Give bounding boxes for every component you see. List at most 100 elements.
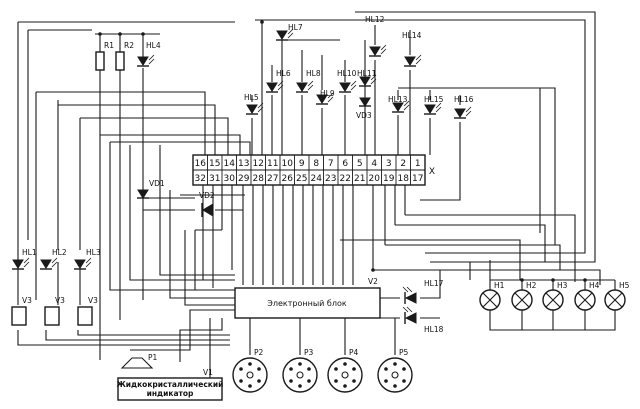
connector-pin-bottom: 30 — [224, 174, 236, 184]
connector-pin-top: 3 — [386, 159, 392, 169]
connector-pin-top: 5 — [357, 159, 363, 169]
led-hl5: HL5 — [244, 93, 264, 115]
connector-pin-top: 7 — [328, 159, 334, 169]
pressure-sensor-p2: P2 — [232, 348, 268, 393]
diode-vd1-label: VD1 — [149, 179, 165, 188]
led-hl17: HL17 — [402, 279, 444, 304]
connector-label: X — [429, 167, 435, 177]
connector-pin-bottom: 17 — [412, 174, 423, 184]
led-label: HL7 — [288, 23, 303, 32]
led-label: HL9 — [320, 89, 335, 98]
connector-pin-top: 11 — [267, 159, 278, 169]
connector-pin-top: 14 — [224, 159, 236, 169]
connector-pin-top: 15 — [209, 159, 220, 169]
led-hl13: HL13 — [388, 95, 410, 113]
led-hl1: HL1 — [12, 248, 37, 270]
connector-pin-bottom: 24 — [311, 174, 323, 184]
sensor-v3-1 — [11, 306, 27, 326]
connector-pin-bottom: 21 — [354, 174, 365, 184]
lamp-label: H4 — [589, 281, 600, 290]
lcd-indicator: Жидкокристаллический индикатор V1 — [117, 368, 224, 401]
resistor-r1-label: R1 — [104, 41, 114, 50]
led-label: HL10 — [337, 69, 357, 78]
electronic-block-body — [234, 287, 381, 319]
buzzer-label: P1 — [148, 353, 158, 362]
led-label: HL13 — [388, 95, 408, 104]
led-label: HL4 — [146, 41, 161, 50]
led-hl11: HL11 — [357, 69, 377, 87]
led-hl14: HL14 — [402, 31, 422, 67]
led-hl12: HL12 — [365, 15, 387, 57]
led-label: HL8 — [306, 69, 321, 78]
lamp-label: H1 — [494, 281, 505, 290]
connector-pin-bottom: 32 — [195, 174, 206, 184]
pressure-sensor-p4: P4 — [327, 348, 363, 393]
lcd-line-1: Жидкокристаллический — [117, 380, 224, 389]
connector-pin-bottom: 31 — [209, 174, 220, 184]
led-hl7: HL7 — [276, 23, 303, 41]
connector-pin-top: 6 — [342, 159, 348, 169]
diode-vd3-label: VD3 — [356, 111, 372, 120]
sensor-v3-1-label: V3 — [22, 296, 32, 305]
resistor-r2 — [115, 51, 125, 71]
connector-pin-top: 12 — [253, 159, 264, 169]
buzzer-p1: P1 — [120, 353, 158, 369]
led-hl4: HL4 — [137, 41, 161, 67]
led-label: HL17 — [424, 279, 444, 288]
lamp-h2: H2 — [511, 281, 537, 311]
connector-pin-bottom: 27 — [267, 174, 278, 184]
electronic-block-label: Электронный блок — [267, 299, 347, 308]
pressure-sensor-p5: P5 — [377, 348, 413, 393]
led-hl9: HL9 — [316, 89, 335, 105]
sensor-v3-3 — [77, 306, 93, 326]
led-label: HL15 — [424, 95, 444, 104]
led-hl8: HL8 — [296, 69, 321, 93]
wiring — [17, 11, 616, 381]
connector-pin-bottom: 28 — [253, 174, 265, 184]
led-label: HL18 — [424, 325, 444, 334]
pressure-sensor-label: P4 — [349, 348, 359, 357]
sensor-v3-3-label: V3 — [88, 296, 98, 305]
connector-pin-bottom: 23 — [325, 174, 336, 184]
sensor-v3-2-label: V3 — [55, 296, 65, 305]
connector-pin-top: 2 — [400, 159, 406, 169]
electronic-block: Электронный блок V2 — [234, 277, 381, 319]
led-hl10: HL10 — [337, 69, 357, 93]
led-label: HL12 — [365, 15, 385, 24]
sensors: V3 V3 V3 — [11, 296, 98, 326]
connector-pin-top: 8 — [313, 159, 319, 169]
connector-pin-bottom: 19 — [383, 174, 395, 184]
led-label: HL2 — [52, 248, 67, 257]
lamp-h3: H3 — [542, 281, 568, 311]
led-hl18: HL18 — [402, 306, 444, 334]
diode-vd2: VD2 — [199, 191, 215, 217]
led-hl6: HL6 — [266, 69, 291, 93]
led-label: HL14 — [402, 31, 422, 40]
diode-vd1: VD1 — [137, 179, 165, 199]
connector-pin-bottom: 29 — [238, 174, 250, 184]
lcd-line-2: индикатор — [147, 389, 194, 398]
resistors: R1 R2 — [95, 41, 134, 71]
lamp-h4: H4 — [574, 281, 600, 311]
diode-vd2-label: VD2 — [199, 191, 215, 200]
pressure-sensor-label: P5 — [399, 348, 409, 357]
connector-pin-bottom: 26 — [282, 174, 294, 184]
led-hl3: HL3 — [74, 248, 101, 270]
lamp-label: H2 — [526, 281, 537, 290]
connector-pin-top: 13 — [238, 159, 249, 169]
led-hl15: HL15 — [424, 95, 444, 115]
led-label: HL5 — [244, 93, 259, 102]
connector-pin-top: 9 — [299, 159, 305, 169]
lamp-h5: H5 — [604, 281, 630, 311]
led-hl16: HL16 — [454, 95, 474, 119]
lamp-h1: H1 — [479, 281, 505, 311]
buzzer-icon — [120, 357, 154, 369]
lamp-label: H3 — [557, 281, 568, 290]
resistor-r2-label: R2 — [124, 41, 134, 50]
led-label: HL16 — [454, 95, 474, 104]
connector-pin-top: 10 — [282, 159, 294, 169]
connector-pin-top: 1 — [415, 159, 421, 169]
lcd-indicator-body — [117, 377, 223, 401]
